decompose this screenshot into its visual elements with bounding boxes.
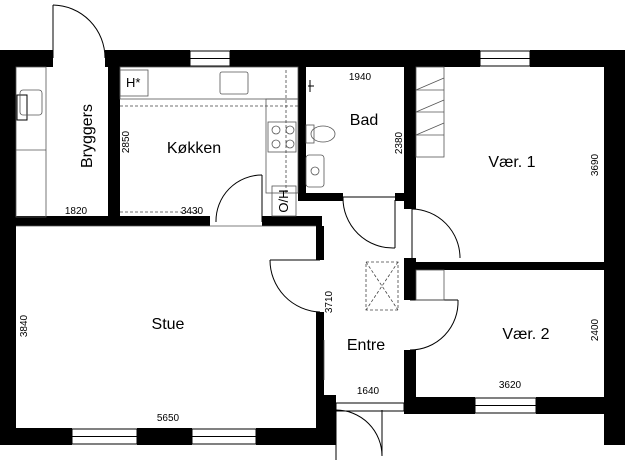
room-label-bryggers: Bryggers: [79, 104, 96, 168]
room-label-vaer1: Vær. 1: [488, 154, 535, 171]
room-label-vaer2: Vær. 2: [502, 326, 549, 343]
oh-label: O/H: [276, 189, 291, 212]
dim-entre-width: 1640: [357, 386, 380, 397]
dim-entre-height: 3710: [324, 290, 335, 313]
walls: [0, 50, 625, 445]
dim-bryggers-height: 2850: [121, 130, 132, 153]
dim-kokken-width: 3430: [181, 206, 204, 217]
room-label-entre: Entre: [347, 337, 385, 354]
dim-vaer1-height: 3690: [590, 153, 601, 176]
dim-bad-width: 1940: [349, 72, 372, 83]
room-label-bad: Bad: [350, 112, 378, 129]
room-label-kokken: Køkken: [167, 140, 221, 157]
dim-stue-width: 5650: [157, 413, 180, 424]
dim-bad-height: 2380: [394, 131, 405, 154]
dim-bryggers-width: 1820: [65, 206, 88, 217]
dim-vaer2-width: 3620: [499, 380, 522, 391]
dim-vaer2-height: 2400: [590, 318, 601, 341]
h-marker-label: H*: [126, 75, 140, 90]
windows: [16, 50, 537, 445]
dim-stue-height: 3840: [19, 314, 30, 337]
fixtures: [15, 66, 445, 380]
room-label-stue: Stue: [152, 316, 185, 333]
